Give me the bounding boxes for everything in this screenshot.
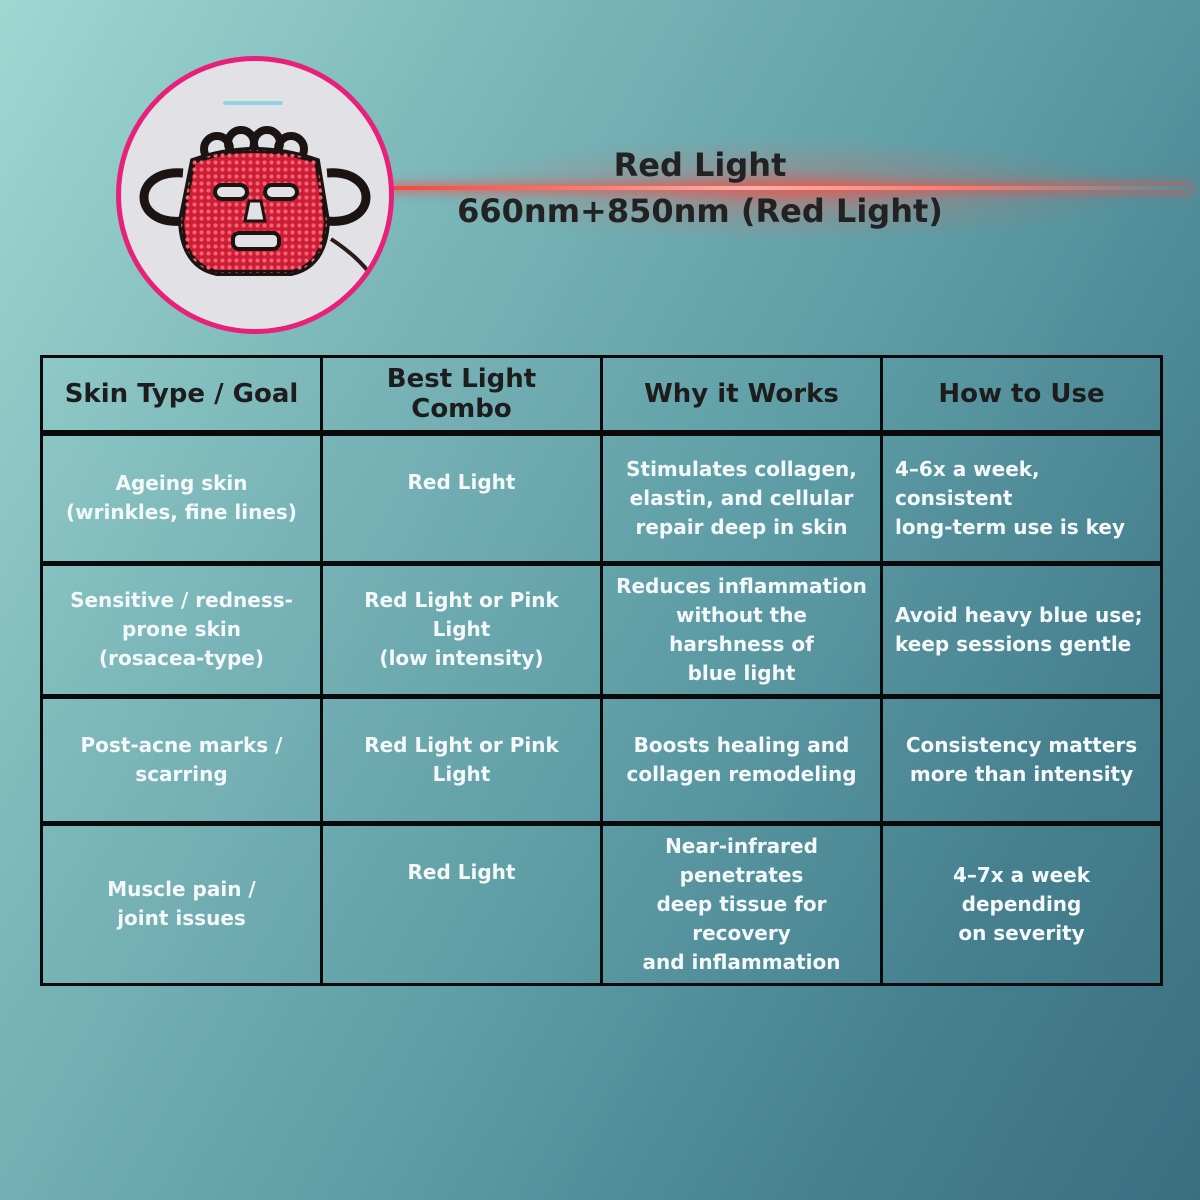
cell-line: (wrinkles, fine lines) xyxy=(66,500,297,525)
page-title: Red Light xyxy=(613,146,787,184)
cell-line: repair deep in skin xyxy=(635,514,848,539)
cell-goal: Post-acne marks / scarring xyxy=(40,694,323,826)
column-header-how: How to Use xyxy=(880,355,1163,436)
cell-line: collagen remodeling xyxy=(626,761,857,786)
cell-line: prone skin xyxy=(122,617,241,641)
cell-line: scarring xyxy=(135,761,228,786)
cell-how: Consistency matters more than intensity xyxy=(880,694,1163,826)
cell-line: more than intensity xyxy=(909,761,1134,786)
cell-line: without the harshness of xyxy=(669,602,814,656)
cell-line: (low intensity) xyxy=(379,646,544,670)
cell-line: on severity xyxy=(958,920,1085,945)
page-subtitle: 660nm+850nm (Red Light) xyxy=(457,192,943,230)
cell-line: Red Light xyxy=(407,859,516,884)
cell-how: 4–6x a week, consistent long-term use is… xyxy=(880,431,1163,566)
cell-goal: Ageing skin (wrinkles, fine lines) xyxy=(40,431,323,566)
cell-line: Red Light xyxy=(407,470,516,494)
column-header-goal: Skin Type / Goal xyxy=(40,355,323,436)
cell-why: Stimulates collagen, elastin, and cellul… xyxy=(600,431,883,566)
cell-combo: Red Light xyxy=(320,431,603,566)
cell-line: 4–7x a week depending xyxy=(952,862,1091,916)
cell-line: keep sessions gentle xyxy=(895,631,1132,656)
cell-line: long-term use is key xyxy=(895,514,1125,539)
cell-line: joint issues xyxy=(117,906,246,930)
cell-line: Post-acne marks / xyxy=(80,732,283,757)
column-header-combo: Best Light Combo xyxy=(320,355,603,436)
cell-goal: Sensitive / redness- prone skin (rosacea… xyxy=(40,561,323,699)
cell-line: deep tissue for recovery xyxy=(656,891,827,945)
cell-line: blue light xyxy=(687,660,796,685)
cell-line: Consistency matters xyxy=(905,732,1138,757)
cell-line: Stimulates collagen, xyxy=(626,456,857,481)
cell-line: Near-infrared penetrates xyxy=(665,833,818,887)
cell-line: Boosts healing and xyxy=(633,732,850,757)
cell-line: Red Light or Pink Light xyxy=(364,732,559,786)
cell-combo: Red Light xyxy=(320,821,603,986)
table-row: Sensitive / redness- prone skin (rosacea… xyxy=(40,561,1163,699)
table-row: Muscle pain / joint issues Red Light Nea… xyxy=(40,821,1163,986)
cell-line: Sensitive / redness- xyxy=(70,588,293,612)
cell-line: Muscle pain / xyxy=(107,877,256,901)
light-therapy-table: Skin Type / Goal Best Light Combo Why it… xyxy=(40,355,1163,986)
cell-why: Near-infrared penetrates deep tissue for… xyxy=(600,821,883,986)
cell-line: (rosacea-type) xyxy=(99,646,264,670)
cell-line: Reduces inflammation xyxy=(616,573,867,598)
cell-line: elastin, and cellular xyxy=(629,485,854,510)
table-header-row: Skin Type / Goal Best Light Combo Why it… xyxy=(40,355,1163,436)
led-face-mask-image xyxy=(116,56,394,334)
cell-line: Avoid heavy blue use; xyxy=(895,602,1143,627)
cell-line: and inflammation xyxy=(642,949,841,974)
table-row: Ageing skin (wrinkles, fine lines) Red L… xyxy=(40,431,1163,566)
cell-why: Reduces inflammation without the harshne… xyxy=(600,561,883,699)
column-header-why: Why it Works xyxy=(600,355,883,436)
cell-combo: Red Light or Pink Light (low intensity) xyxy=(320,561,603,699)
led-face-mask-icon xyxy=(139,101,378,283)
cell-why: Boosts healing and collagen remodeling xyxy=(600,694,883,826)
cell-combo: Red Light or Pink Light xyxy=(320,694,603,826)
cell-line: Ageing skin xyxy=(115,471,248,496)
red-light-beam xyxy=(390,186,1190,190)
cell-how: 4–7x a week depending on severity xyxy=(880,821,1163,986)
table-row: Post-acne marks / scarring Red Light or … xyxy=(40,694,1163,826)
cell-line: 4–6x a week, consistent xyxy=(895,456,1040,510)
cell-goal: Muscle pain / joint issues xyxy=(40,821,323,986)
cell-line: Red Light or Pink Light xyxy=(364,588,559,641)
cell-how: Avoid heavy blue use; keep sessions gent… xyxy=(880,561,1163,699)
